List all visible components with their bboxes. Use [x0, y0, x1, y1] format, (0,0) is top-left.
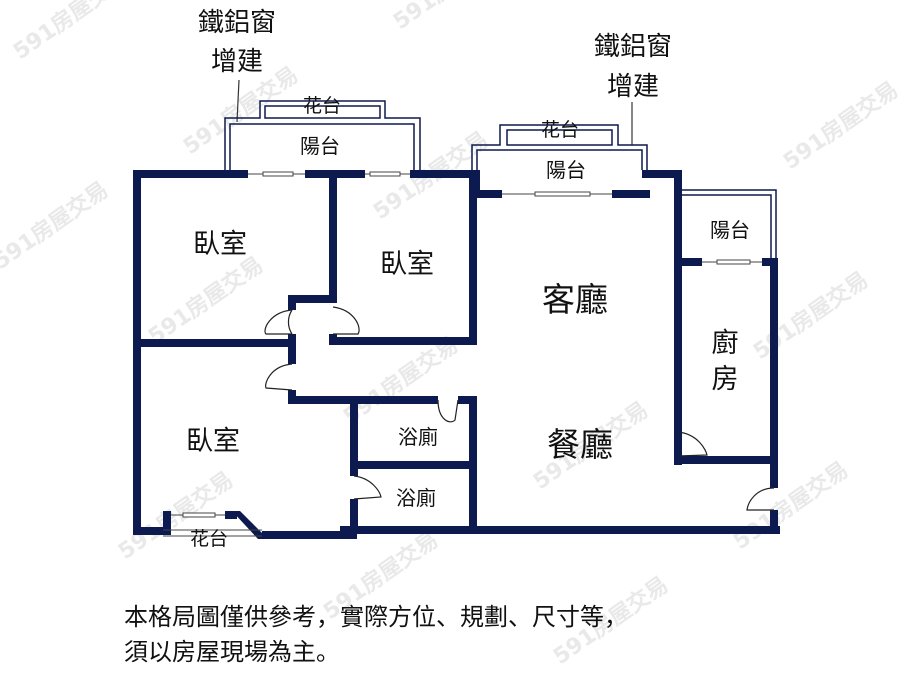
svg-text:增建: 增建 — [607, 72, 659, 102]
label-balcony-middle: 陽台 — [546, 158, 586, 182]
svg-text:增建: 增建 — [211, 47, 263, 77]
label-planter-left-top: 花台 — [303, 95, 341, 117]
disclaimer-line-2: 須以房屋現場為主。 — [124, 638, 340, 666]
label-living-room: 客廳 — [542, 280, 608, 319]
annotation-right-addition: 鐵鋁窗 增建 — [594, 32, 672, 145]
balcony-left-structure — [224, 100, 421, 170]
label-planter-middle-top: 花台 — [541, 119, 579, 141]
label-balcony-left: 陽台 — [300, 134, 340, 158]
balcony-right-structure — [682, 189, 777, 258]
svg-text:591房屋交易: 591房屋交易 — [389, 0, 514, 35]
svg-text:591房屋交易: 591房屋交易 — [0, 177, 113, 275]
svg-text:591房屋交易: 591房屋交易 — [749, 267, 874, 365]
label-kitchen-1: 廚 — [712, 328, 739, 359]
doors — [264, 306, 775, 511]
label-bedroom-top-middle: 臥室 — [380, 249, 434, 280]
label-bedroom-top-left: 臥室 — [193, 229, 247, 260]
svg-text:鐵鋁窗: 鐵鋁窗 — [198, 8, 276, 38]
svg-text:591房屋交易: 591房屋交易 — [779, 77, 900, 175]
balcony-middle-structure — [471, 124, 648, 170]
walls — [133, 170, 780, 539]
disclaimer: 本格局圖僅供參考，實際方位、規劃、尺寸等， 須以房屋現場為主。 — [124, 600, 628, 670]
label-planter-bottom: 花台 — [190, 528, 228, 550]
label-kitchen-2: 房 — [712, 364, 739, 395]
disclaimer-line-1: 本格局圖僅供參考，實際方位、規劃、尺寸等， — [124, 603, 628, 631]
svg-text:591房屋交易: 591房屋交易 — [114, 467, 239, 565]
label-balcony-right: 陽台 — [710, 218, 750, 242]
label-dining-room: 餐廳 — [547, 425, 613, 464]
label-bedroom-bottom-left: 臥室 — [186, 426, 240, 457]
svg-text:591房屋交易: 591房屋交易 — [729, 457, 854, 555]
label-bathroom-1: 浴廁 — [398, 425, 438, 449]
svg-text:鐵鋁窗: 鐵鋁窗 — [594, 32, 672, 62]
windows — [163, 171, 762, 537]
svg-text:591房屋交易: 591房屋交易 — [144, 252, 269, 350]
annotation-left-addition: 鐵鋁窗 增建 — [198, 8, 276, 123]
svg-text:591房屋交易: 591房屋交易 — [9, 0, 134, 65]
label-bathroom-2: 浴廁 — [396, 486, 436, 510]
